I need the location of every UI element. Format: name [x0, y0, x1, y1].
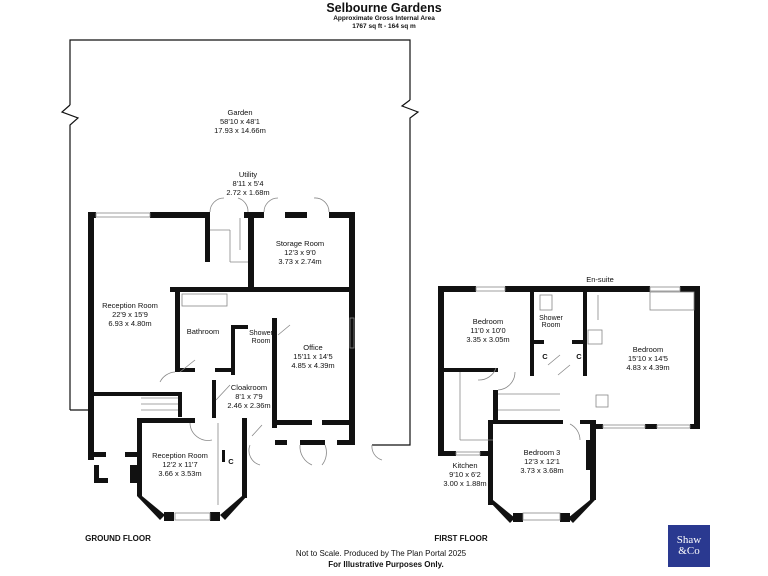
room-name: Shower [249, 330, 273, 337]
room-metric: 2.72 x 1.68m [226, 188, 269, 197]
ground-floor-walls [88, 212, 355, 521]
room-name: Utility [239, 170, 258, 179]
room-imperial: 8'11 x 5'4 [232, 179, 263, 188]
first-floor-fixtures [455, 286, 695, 521]
room-metric: 3.35 x 3.05m [466, 335, 509, 344]
room-label-cloakroom: Cloakroom 8'1 x 7'9 2.46 x 2.36m [227, 383, 270, 410]
ground-floor-fixtures [95, 197, 383, 521]
room-name: Shower [539, 315, 563, 322]
plan-subtitle: Approximate Gross Internal Area [333, 15, 435, 22]
disclaimer: For Illustrative Purposes Only. [328, 560, 443, 569]
room-label-utility: Utility 8'11 x 5'4 2.72 x 1.68m [226, 170, 269, 197]
room-name: Bedroom [473, 317, 503, 326]
shaw-and-co-logo: Shaw &Co [668, 525, 710, 567]
room-metric: 3.73 x 2.74m [278, 257, 321, 266]
cupboard-label: C [542, 352, 548, 361]
room-metric: 4.85 x 4.39m [291, 361, 334, 370]
room-metric: 4.83 x 4.39m [626, 363, 669, 372]
logo-line2: &Co [678, 545, 700, 557]
room-imperial: 8'1 x 7'9 [235, 392, 262, 401]
room-imperial: 12'2 x 11'7 [162, 460, 197, 469]
room-name: Reception Room [102, 301, 158, 310]
first-floor-label: FIRST FLOOR [434, 534, 488, 543]
room-label-reception-room-2: Reception Room 12'2 x 11'7 3.66 x 3.53m [152, 451, 208, 478]
room-name-line2: Room [252, 338, 271, 345]
room-label-shower-room-first: Shower Room [539, 315, 563, 329]
room-label-kitchen: Kitchen 9'10 x 6'2 3.00 x 1.88m [443, 461, 486, 488]
cupboard-label: C [228, 457, 234, 466]
room-name: Bedroom [633, 345, 663, 354]
garden-boundary [60, 39, 420, 446]
room-imperial: 58'10 x 48'1 [220, 117, 260, 126]
room-label-bedroom-2: Bedroom 15'10 x 14'5 4.83 x 4.39m [626, 345, 669, 372]
ground-floor-label: GROUND FLOOR [85, 534, 151, 543]
room-imperial: 15'10 x 14'5 [628, 354, 668, 363]
room-metric: 17.93 x 14.66m [214, 126, 266, 135]
room-imperial: 15'11 x 14'5 [293, 352, 332, 361]
room-label-shower-room: Shower Room [249, 330, 273, 345]
room-name: Garden [227, 108, 252, 117]
room-imperial: 9'10 x 6'2 [449, 470, 481, 479]
room-imperial: 12'3 x 12'1 [524, 457, 560, 466]
room-name-line2: Room [542, 322, 561, 329]
room-label-office: Office 15'11 x 14'5 4.85 x 4.39m [291, 343, 334, 370]
room-metric: 6.93 x 4.80m [108, 319, 151, 328]
plan-area: 1767 sq ft - 164 sq m [352, 23, 416, 30]
first-floor-walls [438, 286, 700, 523]
room-name: Office [303, 343, 322, 352]
room-metric: 3.00 x 1.88m [443, 479, 486, 488]
room-label-bedroom-3: Bedroom 3 12'3 x 12'1 3.73 x 3.68m [520, 448, 563, 475]
room-imperial: 11'0 x 10'0 [470, 326, 505, 335]
logo-line1: Shaw [676, 534, 702, 546]
room-label-storage-room: Storage Room 12'3 x 9'0 3.73 x 2.74m [276, 239, 324, 266]
room-imperial: 12'3 x 9'0 [284, 248, 316, 257]
room-label-bedroom-1: Bedroom 11'0 x 10'0 3.35 x 3.05m [466, 317, 509, 344]
plan-title: Selbourne Gardens [326, 1, 442, 15]
room-label-reception-room: Reception Room 22'9 x 15'9 6.93 x 4.80m [102, 301, 158, 328]
room-imperial: 22'9 x 15'9 [112, 310, 148, 319]
room-name: Storage Room [276, 239, 324, 248]
room-label-en-suite: En-suite [586, 275, 614, 284]
scale-note: Not to Scale. Produced by The Plan Porta… [296, 549, 467, 558]
room-name: Kitchen [452, 461, 477, 470]
room-metric: 3.66 x 3.53m [158, 469, 201, 478]
room-label-garden: Garden 58'10 x 48'1 17.93 x 14.66m [214, 108, 266, 135]
room-label-bathroom: Bathroom [187, 327, 220, 336]
room-metric: 2.46 x 2.36m [227, 401, 270, 410]
room-name: Cloakroom [231, 383, 267, 392]
room-metric: 3.73 x 3.68m [520, 466, 563, 475]
room-name: Bedroom 3 [524, 448, 561, 457]
cupboard-label: C [576, 352, 582, 361]
room-name: Reception Room [152, 451, 208, 460]
